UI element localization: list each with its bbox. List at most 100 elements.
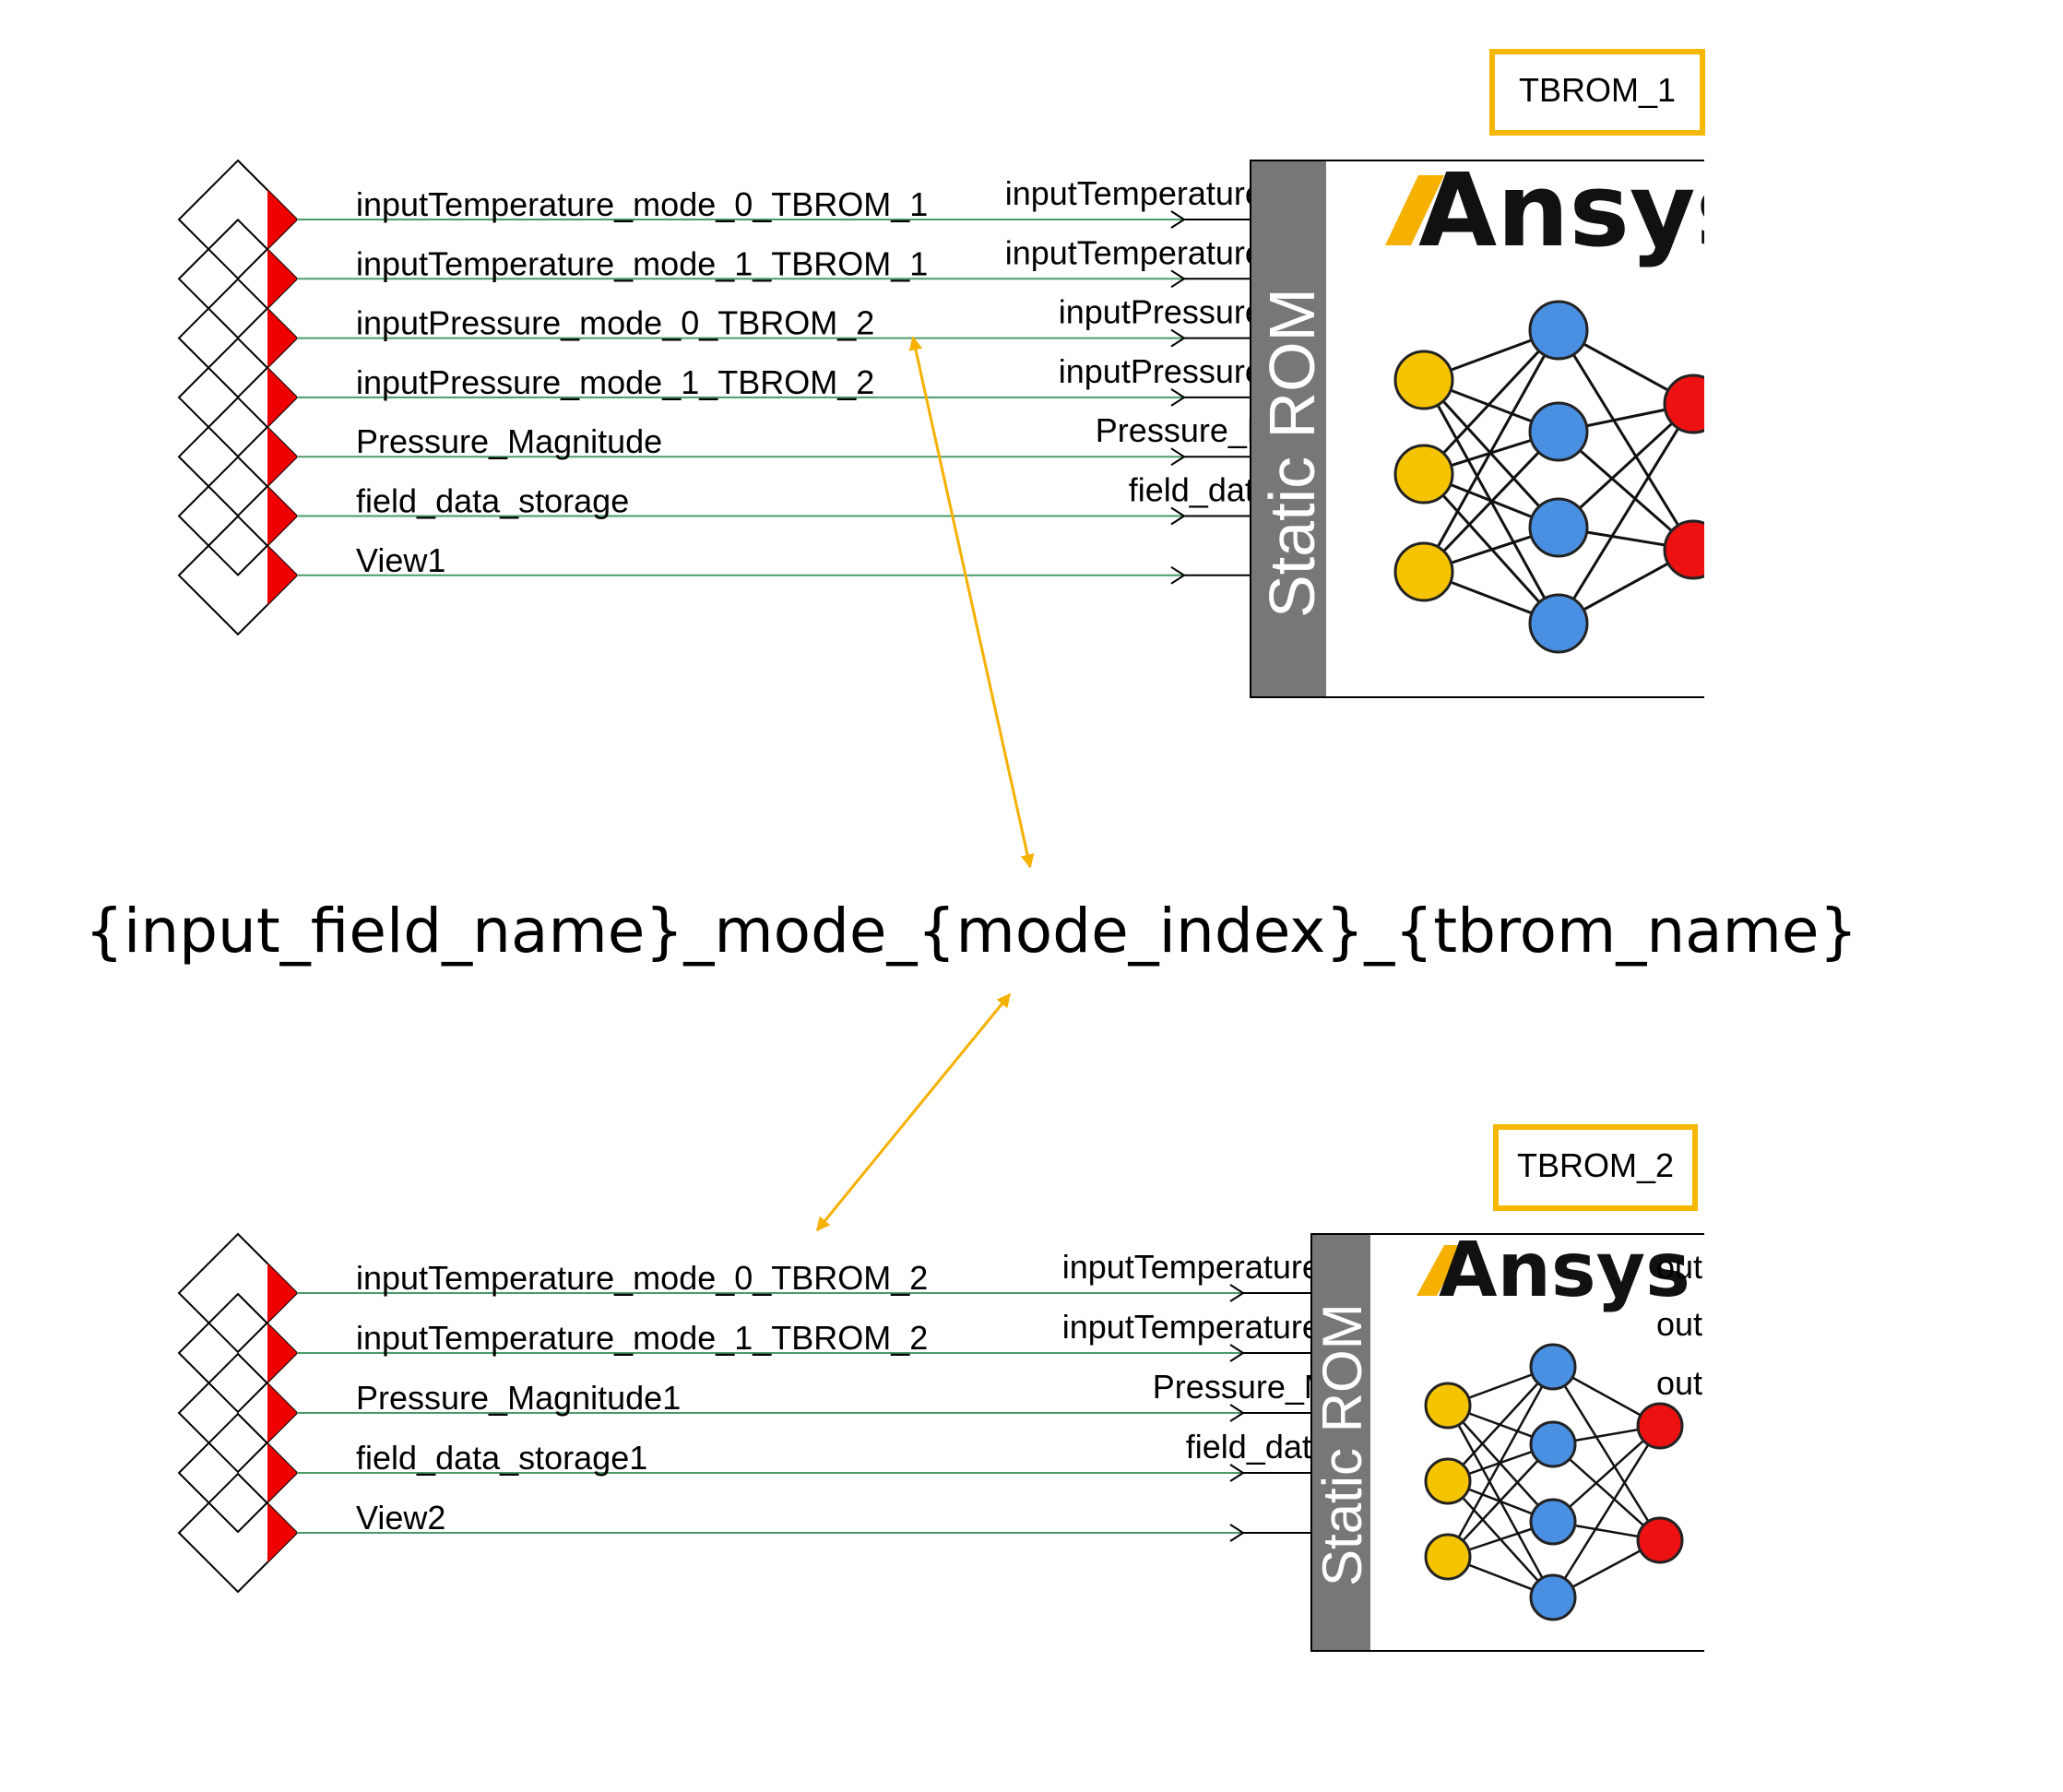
port-diamond-shape	[177, 1472, 299, 1594]
port-diamond-shape	[177, 1412, 299, 1534]
port-source-label: Pressure_Magnitude	[356, 422, 662, 460]
network-connection	[1557, 402, 1695, 529]
hidden-node	[1528, 401, 1589, 462]
hidden-node	[1528, 300, 1589, 361]
port-marker-triangle	[267, 308, 297, 368]
tbrom1-component-block[interactable]: Static ROM Ansys	[1250, 151, 1756, 698]
tbrom2-tag-box[interactable]	[1493, 1124, 1698, 1211]
input-node	[1424, 1533, 1472, 1581]
port-source-label: inputTemperature_mode_0_TBROM_2	[356, 1259, 928, 1297]
input-node	[1393, 541, 1454, 602]
port-marker-triangle	[267, 1323, 297, 1383]
input-node	[1424, 1382, 1472, 1430]
port-source-label: View2	[356, 1499, 445, 1537]
input-node	[1424, 1457, 1472, 1505]
annotation-arrow-bottom	[815, 992, 1012, 1232]
tbrom2-neural-network-icon	[1424, 1343, 1684, 1621]
port-marker-triangle	[267, 486, 297, 546]
tbrom2-logo-slash	[1417, 1245, 1464, 1296]
annotation-arrow-top	[908, 336, 1035, 869]
port-marker-triangle	[267, 367, 297, 427]
tbrom2-static-rom-label: Static ROM	[1311, 1303, 1373, 1586]
port-pin-arrow-icon	[1229, 1344, 1245, 1362]
output-node	[1663, 374, 1704, 434]
hidden-node	[1529, 1573, 1577, 1621]
tbrom2-tag-label: TBROM_2	[1517, 1146, 1674, 1184]
hidden-node	[1529, 1420, 1577, 1468]
network-connection	[1447, 1443, 1554, 1558]
hidden-node	[1529, 1343, 1577, 1391]
port-pin-arrow-icon	[1170, 269, 1186, 289]
hidden-node	[1528, 497, 1589, 558]
network-connection	[1552, 1443, 1661, 1541]
port-source-label: inputPressure_mode_1_TBROM_2	[356, 363, 874, 401]
hidden-node	[1528, 593, 1589, 654]
tbrom1-logo-slash	[1385, 175, 1444, 245]
port-source-label: Pressure_Magnitude1	[356, 1379, 681, 1417]
tbrom2-static-band	[1311, 1234, 1370, 1651]
network-connection	[1551, 1425, 1662, 1598]
port-diamond-shape	[177, 1292, 299, 1414]
hidden-node	[1529, 1498, 1577, 1546]
tbrom1-block-border	[1250, 160, 1704, 698]
port-marker-triangle	[267, 1383, 297, 1442]
network-connection	[1447, 1366, 1554, 1482]
network-connection	[1446, 1366, 1555, 1558]
port-marker-triangle	[267, 190, 297, 249]
network-connection	[1422, 329, 1560, 573]
output-port-label: outF	[1656, 1364, 1723, 1402]
tbrom1-tag-label: TBROM_1	[1519, 71, 1676, 109]
port-pin-arrow-icon	[1170, 506, 1186, 526]
network-connection	[1551, 1366, 1662, 1541]
tbrom2-ansys-logo: Ansys	[1439, 1227, 1690, 1314]
port-marker-triangle	[267, 1503, 297, 1562]
naming-convention-formula: {input_field_name}_mode_{mode_index}_{tb…	[85, 896, 1858, 967]
tbrom2-input-ports: inputTemperature_mode_0_TBROM_2 inputTemp…	[177, 1232, 1459, 1594]
input-node	[1393, 350, 1454, 410]
port-diamond-shape	[177, 1232, 299, 1354]
port-pin-arrow-icon	[1170, 447, 1186, 467]
tbrom1-tag-box[interactable]	[1489, 49, 1705, 136]
port-pin-arrow-icon	[1229, 1524, 1245, 1542]
network-connection	[1422, 328, 1560, 476]
output-node	[1636, 1516, 1684, 1564]
network-connection	[1552, 1425, 1661, 1523]
port-marker-triangle	[267, 249, 297, 309]
port-pin-arrow-icon	[1229, 1464, 1245, 1482]
output-node	[1663, 519, 1704, 580]
port-source-label: inputPressure_mode_0_TBROM_2	[356, 304, 874, 342]
network-connection	[1557, 329, 1695, 551]
port-pin-arrow-icon	[1170, 210, 1186, 229]
output-node	[1636, 1402, 1684, 1450]
port-pin-arrow-icon	[1170, 565, 1186, 585]
input-port-row[interactable]: View1View1	[177, 515, 1402, 636]
port-marker-triangle	[267, 427, 297, 487]
port-marker-triangle	[267, 1443, 297, 1502]
input-port-row[interactable]: View2View1	[177, 1472, 1459, 1594]
tbrom1-ansys-logo: Ansys	[1418, 151, 1756, 269]
port-source-label: field_data_storage	[356, 482, 629, 520]
output-port-label: outF	[1656, 1248, 1723, 1286]
port-source-label: inputTemperature_mode_1_TBROM_1	[356, 244, 928, 282]
port-source-label: View1	[356, 541, 445, 579]
port-pin-arrow-icon	[1229, 1404, 1245, 1422]
port-pin-arrow-icon	[1170, 388, 1186, 407]
port-source-label: inputTemperature_mode_1_TBROM_2	[356, 1319, 928, 1357]
tbrom1-static-band	[1251, 160, 1326, 697]
network-connection	[1557, 403, 1695, 624]
input-node	[1393, 444, 1454, 504]
port-marker-triangle	[267, 1264, 297, 1323]
port-marker-triangle	[267, 545, 297, 605]
network-connection	[1422, 430, 1560, 574]
tbrom2-block-border	[1310, 1233, 1704, 1652]
tbrom2-block-body	[1311, 1234, 1704, 1651]
port-source-label: field_data_storage1	[356, 1439, 647, 1477]
tbrom1-static-rom-label: Static ROM	[1256, 288, 1328, 618]
port-source-label: inputTemperature_mode_0_TBROM_1	[356, 185, 928, 223]
tbrom1-input-ports: inputTemperature_mode_0_TBROM_1 inputTemp…	[177, 159, 1402, 636]
